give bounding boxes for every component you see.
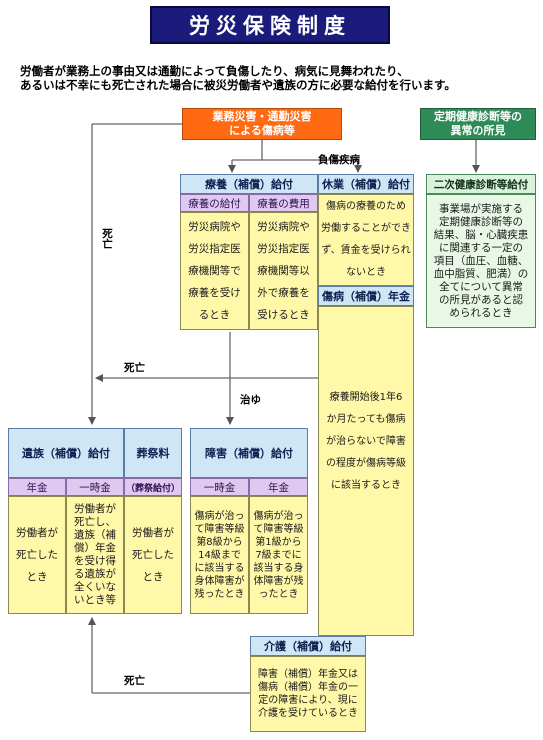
izoku-col2-text: 労働者が 死亡し、 遺族（補 償）年金 を受け得 る遺族が 全くいな いとき等 [66, 496, 124, 614]
label-death-3: 死亡 [124, 675, 145, 687]
ryoyo-col2-text: 労災病院や 労災指定医 療機関等以 外で療養を 受けるとき [249, 212, 318, 330]
shogai-col1-text: 傷病が治っ て障害等級 第8級から 14級まで に該当する 身体障害が 残ったと… [190, 496, 249, 614]
shogai-col2-head: 年金 [249, 478, 308, 496]
izoku-col1-text: 労働者が 死亡した とき [8, 496, 66, 614]
work-commute-disaster-box: 業務災害・通勤災害 による傷病等 [182, 108, 342, 140]
label-injury-illness: 負傷疾病 [318, 154, 360, 166]
kyugyo-head: 休業（補償）給付 [318, 174, 414, 194]
kaigo-text: 障害（補償）年金又は 傷病（補償）年金の一 定の障害により、現に 介護を受けてい… [250, 656, 366, 732]
label-cured: 治ゆ [240, 394, 261, 406]
ryoyo-head: 療養（補償）給付 [180, 174, 318, 194]
sosai-head: 葬祭料 [124, 428, 182, 478]
sosai-text: 労働者が 死亡した とき [124, 496, 182, 614]
izoku-head: 遺族（補償）給付 [8, 428, 124, 478]
shogai-col1-head: 一時金 [190, 478, 249, 496]
label-death-1: 死亡 [101, 228, 113, 249]
izoku-col1-head: 年金 [8, 478, 66, 496]
label-death-2: 死亡 [124, 362, 145, 374]
ryoyo-col1-head: 療養の給付 [180, 194, 249, 212]
shogai-head: 障害（補償）給付 [190, 428, 308, 478]
health-check-findings-box: 定期健康診断等の 異常の所見 [420, 108, 536, 140]
izoku-col2-head: 一時金 [66, 478, 124, 496]
shobyo-text: 療養開始後1年6 か月たっても傷病 が治らないで障害 の程度が傷病等級 に該当す… [318, 306, 414, 636]
shogai-col2-text: 傷病が治っ て障害等級 第1級から 7級までに 該当する身 体障害が残 ったとき [249, 496, 308, 614]
intro-line-1: 労働者が業務上の事由又は通勤によって負傷したり、病気に見舞われたり、 [20, 64, 409, 78]
kyugyo-text: 傷病の療養のため 労働することができ ず、賃金を受けられ ないとき [318, 194, 414, 286]
ryoyo-col2-head: 療養の費用 [249, 194, 318, 212]
shobyo-head: 傷病（補償）年金 [318, 286, 414, 306]
ryoyo-col1-text: 労災病院や 労災指定医 療機関等で 療養を受け るとき [180, 212, 249, 330]
niji-head: 二次健康診断等給付 [426, 174, 536, 194]
intro-line-2: あるいは不幸にも死亡された場合に被災労働者や遺族の方に必要な給付を行います。 [20, 78, 456, 92]
niji-text: 事業場が実施する 定期健康診断等の 結果、脳・心臓疾患 に関連する一定の 項目（… [426, 194, 536, 328]
page-title: 労災保険制度 [150, 6, 390, 44]
kaigo-head: 介護（補償）給付 [250, 636, 366, 656]
sosai-sub: （葬祭給付） [124, 478, 182, 496]
